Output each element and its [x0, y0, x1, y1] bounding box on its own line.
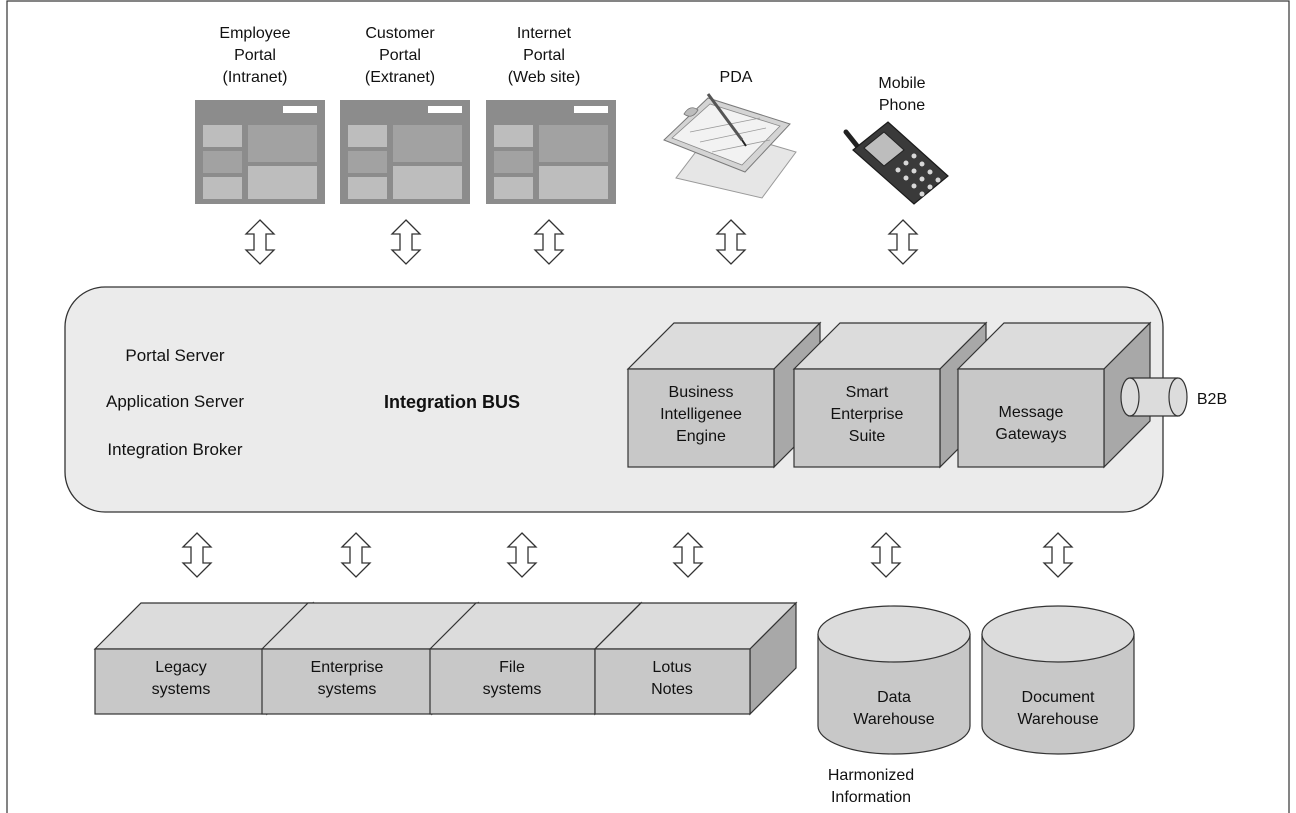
portal-label-employee: Employee Portal (Intranet) — [219, 25, 290, 86]
portal-label-line: Portal — [234, 47, 276, 64]
portal-label-line: (Web site) — [508, 69, 581, 86]
mobile-phone-label-line: Mobile — [878, 75, 925, 92]
bus-left-label-portal-server: Portal Server — [125, 346, 225, 365]
customer-portal-screen-icon — [340, 100, 470, 204]
data-warehouse-label-line: Warehouse — [853, 711, 934, 728]
bus-left-label-integration-broker: Integration Broker — [107, 440, 242, 459]
portal-label-line: (Intranet) — [223, 69, 288, 86]
data-warehouse-label-line: Data — [877, 689, 911, 706]
portal-label-line: Internet — [517, 25, 572, 42]
pda-icon — [663, 93, 797, 199]
portal-label-line: Customer — [365, 25, 435, 42]
system-box-label-line: systems — [152, 681, 211, 698]
engine-box-label-line: Message — [999, 404, 1064, 421]
data-warehouse-cylinder: Data Warehouse — [817, 605, 971, 755]
portal-label-line: Portal — [379, 47, 421, 64]
engine-box-label-line: Enterprise — [831, 406, 904, 423]
harmonized-information-label-line: Harmonized — [828, 767, 914, 784]
engine-box-business-intelligence: Business Intelligenee Engine — [626, 321, 822, 469]
portal-label-customer: Customer Portal (Extranet) — [365, 25, 435, 86]
system-box-label-line: File — [499, 659, 525, 676]
engine-box-label-line: Engine — [676, 428, 726, 445]
engine-box-label-line: Suite — [849, 428, 886, 445]
internet-portal-screen-icon — [486, 100, 616, 204]
portal-label-internet: Internet Portal (Web site) — [508, 25, 581, 86]
system-box-label-line: Enterprise — [311, 659, 384, 676]
harmonized-information-label-line: Information — [831, 789, 911, 806]
document-warehouse-cylinder: Document Warehouse — [981, 605, 1135, 755]
system-box-label-line: Notes — [651, 681, 693, 698]
pda-label: PDA — [720, 69, 753, 86]
system-box-label-line: Lotus — [652, 659, 691, 676]
portal-label-line: (Extranet) — [365, 69, 435, 86]
system-box-label-line: systems — [318, 681, 377, 698]
engine-box-label-line: Smart — [846, 384, 889, 401]
engine-box-label-line: Intelligenee — [660, 406, 742, 423]
employee-portal-screen-icon — [195, 100, 325, 204]
engine-box-message-gateways: Message Gateways — [956, 321, 1152, 469]
system-box-lotus-notes: Lotus Notes — [593, 601, 798, 716]
engine-box-label-line: Gateways — [995, 426, 1066, 443]
system-box-file: File systems — [428, 601, 643, 716]
b2b-connector-icon — [1120, 377, 1188, 417]
integration-bus-title: Integration BUS — [384, 392, 520, 412]
system-box-label-line: Legacy — [155, 659, 207, 676]
engine-box-label-line: Business — [669, 384, 734, 401]
system-box-label-line: systems — [483, 681, 542, 698]
portal-label-line: Portal — [523, 47, 565, 64]
mobile-phone-icon — [843, 121, 949, 205]
bus-left-label-application-server: Application Server — [106, 392, 244, 411]
engine-box-smart-enterprise-suite: Smart Enterprise Suite — [792, 321, 988, 469]
document-warehouse-label-line: Document — [1022, 689, 1095, 706]
mobile-phone-label-line: Phone — [879, 97, 925, 114]
portal-label-line: Employee — [219, 25, 290, 42]
b2b-label: B2B — [1197, 391, 1227, 408]
document-warehouse-label-line: Warehouse — [1017, 711, 1098, 728]
